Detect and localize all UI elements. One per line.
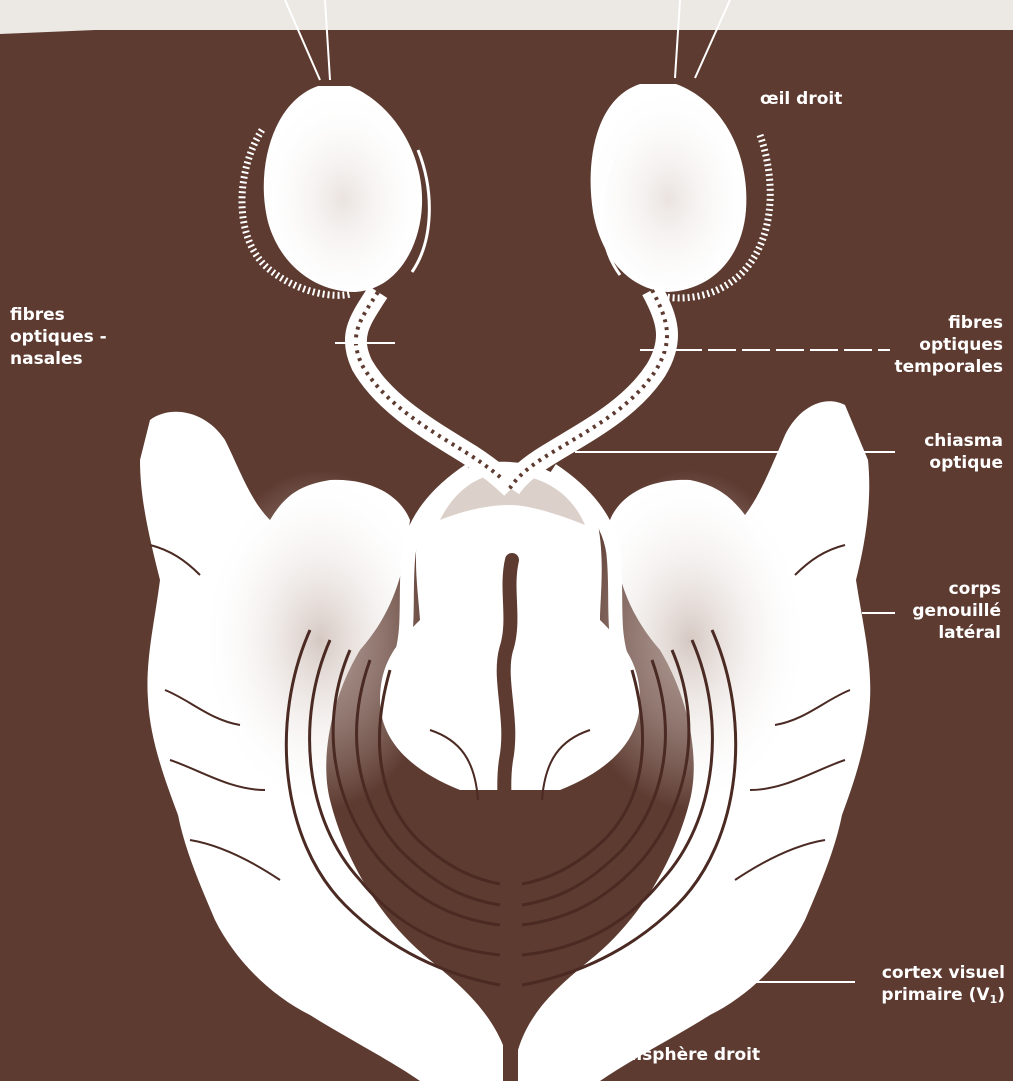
label-hemisphere-droit: hémisphère droit xyxy=(595,1044,760,1066)
page-margin-top xyxy=(0,0,1013,34)
label-corps-genouille: corps genouillé latéral xyxy=(912,578,1001,644)
label-fibres-nasales: fibres optiques - nasales xyxy=(10,304,107,370)
label-corps-line2: genouillé xyxy=(912,600,1001,622)
label-corps-line1: corps xyxy=(912,578,1001,600)
label-cortex-line2: primaire (V1) xyxy=(881,984,1005,1011)
label-cortex-visuel: cortex visuel primaire (V1) xyxy=(881,962,1005,1011)
label-oeil-droit: œil droit xyxy=(760,88,842,110)
label-fibres-temporales-line2: optiques xyxy=(894,334,1003,356)
label-cortex-line2-end: ) xyxy=(997,985,1005,1005)
label-cortex-line2-main: primaire (V xyxy=(881,985,989,1005)
label-fibres-temporales-line3: temporales xyxy=(894,356,1003,378)
label-corps-line3: latéral xyxy=(912,622,1001,644)
label-fibres-nasales-line1: fibres xyxy=(10,304,107,326)
label-cortex-line1: cortex visuel xyxy=(881,962,1005,984)
label-chiasma-line1: chiasma xyxy=(924,430,1003,452)
label-chiasma-optique: chiasma optique xyxy=(924,430,1003,474)
midline-fissure xyxy=(504,560,512,1081)
label-fibres-temporales-line1: fibres xyxy=(894,312,1003,334)
label-fibres-temporales: fibres optiques temporales xyxy=(894,312,1003,378)
label-fibres-nasales-line3: nasales xyxy=(10,348,107,370)
label-chiasma-line2: optique xyxy=(924,452,1003,474)
label-fibres-nasales-line2: optiques - xyxy=(10,326,107,348)
